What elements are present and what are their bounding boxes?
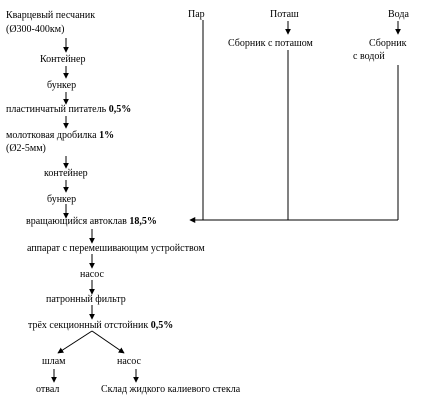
autoclave-percent: 18,5% <box>129 216 157 227</box>
node-hammer-crusher-size: (Ø2-5мм) <box>6 143 46 154</box>
node-quartz-sand: Кварцевый песчаник <box>6 10 96 21</box>
node-mixer: аппарат с перемешивающим устройством <box>27 243 205 254</box>
arrow-settler-to-sludge <box>57 330 93 354</box>
node-cartridge-filter: патронный фильтр <box>46 294 126 305</box>
settler-percent: 0,5% <box>150 320 174 331</box>
arrow-settler-to-pump2 <box>91 330 125 354</box>
node-container-1: Контейнер <box>40 54 86 65</box>
water-collector-line-2: с водой <box>353 51 385 62</box>
potash-collector: Сборник с поташом <box>228 38 313 49</box>
node-pump-2: насос <box>117 356 141 367</box>
settler-label: трёх секционный отстойник <box>28 320 149 331</box>
node-autoclave: вращающийся автоклав 18,5% <box>26 216 157 228</box>
plate-feeder-percent: 0,5% <box>108 104 132 115</box>
node-container-2: контейнер <box>44 168 88 179</box>
node-plate-feeder: пластинчатый питатель 0,5% <box>6 104 131 116</box>
autoclave-label: вращающийся автоклав <box>26 216 127 227</box>
node-sludge: шлам <box>42 356 66 367</box>
node-bunker-1: бункер <box>47 80 77 91</box>
input-steam: Пар <box>188 9 205 20</box>
water-collector-line-1: Сборник <box>369 38 407 49</box>
plate-feeder-label: пластинчатый питатель <box>6 104 107 115</box>
node-pump-1: насос <box>80 269 104 280</box>
input-potash: Поташ <box>270 9 299 20</box>
node-hammer-crusher: молотковая дробилка 1% <box>6 130 114 142</box>
node-dump: отвал <box>36 384 60 395</box>
node-settler: трёх секционный отстойник 0,5% <box>28 320 173 332</box>
node-storage: Склад жидкого калиевого стекла <box>101 384 241 395</box>
hammer-crusher-percent: 1% <box>99 130 115 141</box>
node-quartz-sand-size: (Ø300-400км) <box>6 24 65 35</box>
node-bunker-2: бункер <box>47 194 77 205</box>
input-water: Вода <box>388 9 409 20</box>
hammer-crusher-label: молотковая дробилка <box>6 130 97 141</box>
